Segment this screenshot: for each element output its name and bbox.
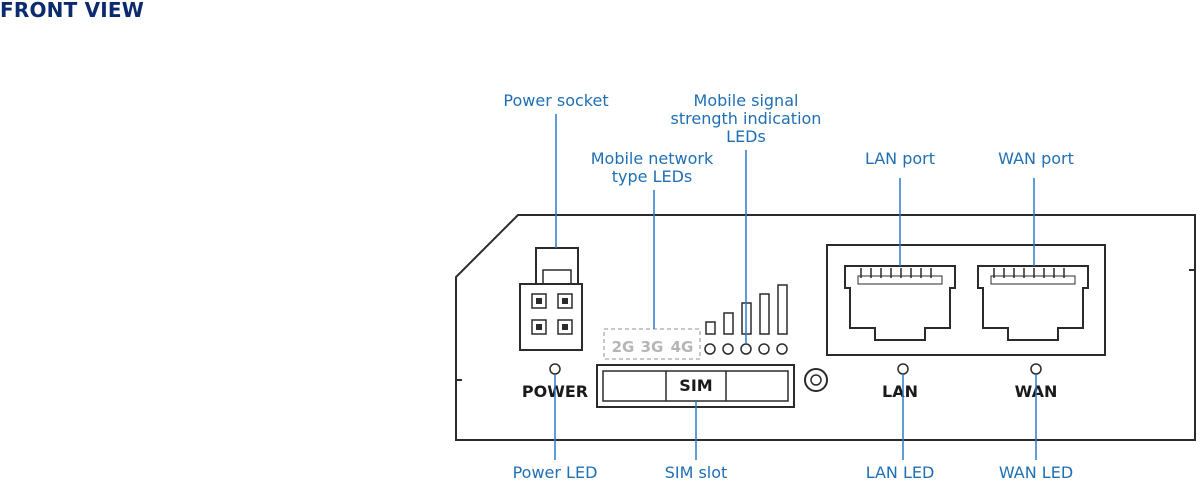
ethernet-ports-panel [826,244,1106,356]
network-label-4g: 4G [671,338,694,356]
network-label-3g: 3G [641,338,664,356]
sim-label: SIM [679,376,712,395]
wan-led [1030,363,1042,375]
page-title: FRONT VIEW [0,0,145,22]
power-socket [519,247,583,351]
callout-wan-led: WAN LED [999,463,1073,481]
device-body [455,214,1196,441]
sim-slot [596,364,795,408]
lan-led [897,363,909,375]
callout-power-led: Power LED [513,463,598,481]
callout-power-socket: Power socket [503,91,608,110]
signal-strength-leds [704,343,788,355]
power-led [549,363,561,375]
network-label-2g: 2G [612,338,635,356]
callout-signal-leds-line3: LEDs [726,127,766,146]
callout-signal-leds-line1: Mobile signal [694,91,799,110]
lan-port [844,265,956,341]
callout-signal-leds-line2: strength indication [671,109,822,128]
callout-network-leds-line1: Mobile network [591,149,714,168]
callout-sim-slot: SIM slot [665,463,728,481]
wan-port [977,265,1089,341]
leader-lines [554,114,1037,460]
reset-button [804,368,828,392]
lan-label: LAN [882,382,918,401]
callout-lan-led: LAN LED [866,463,935,481]
callout-network-leds-line2: type LEDs [612,167,693,186]
callout-lan-port: LAN port [865,149,935,168]
callout-wan-port: WAN port [998,149,1074,168]
